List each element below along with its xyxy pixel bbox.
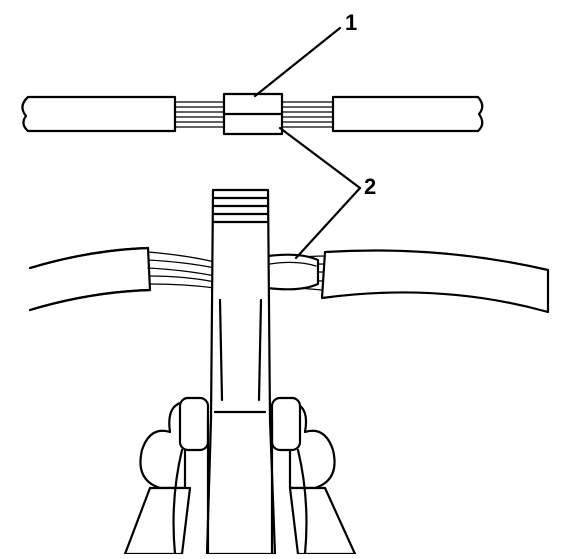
spliced-wire-top <box>21 92 484 136</box>
right-pivot-bolt <box>270 396 302 452</box>
left-curved-wire <box>29 246 152 312</box>
right-wire-insulation <box>331 95 484 133</box>
callout-1-leader <box>253 26 342 98</box>
callout-1: 1 <box>253 10 357 98</box>
callout-1-label: 1 <box>345 10 357 35</box>
right-handle <box>288 486 357 556</box>
left-pivot-bolt <box>178 396 210 452</box>
callout-2-leader-a <box>278 126 362 190</box>
callout-2-label: 2 <box>364 174 376 199</box>
left-bare-strands <box>174 101 225 128</box>
crimp-jaw <box>205 188 277 556</box>
crimped-sleeve <box>266 253 320 291</box>
left-curved-strands <box>147 251 216 289</box>
right-curved-wire <box>320 249 550 314</box>
right-bare-strands <box>281 101 334 128</box>
wire-in-crimp-tool <box>28 246 550 314</box>
callout-2: 2 <box>278 126 376 260</box>
crimp-tool <box>123 188 357 556</box>
left-handle <box>123 486 192 556</box>
left-pivot-ear <box>139 400 187 490</box>
callout-2-leader-b <box>294 186 362 260</box>
left-wire-insulation <box>21 95 177 133</box>
